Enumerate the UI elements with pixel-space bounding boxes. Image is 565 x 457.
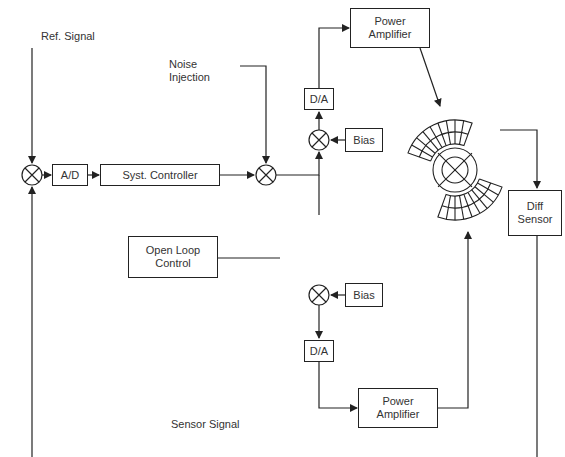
block-label: Diff Sensor xyxy=(513,200,557,225)
block-label: Bias xyxy=(353,134,374,147)
signal-connector xyxy=(319,28,349,88)
summing-junction xyxy=(22,165,42,185)
block-label: Power Amplifier xyxy=(355,15,425,40)
block-label: Power Amplifier xyxy=(363,395,433,420)
block-label: D/A xyxy=(310,93,328,106)
signal-label: Sensor Signal xyxy=(170,418,241,431)
block-box: D/A xyxy=(304,340,334,362)
block-label: Bias xyxy=(353,289,374,302)
signal-connector xyxy=(319,362,357,408)
summing-junction xyxy=(256,165,276,185)
block-box: A/D xyxy=(52,164,88,186)
block-label: Syst. Controller xyxy=(122,169,197,182)
block-label: A/D xyxy=(61,169,79,182)
block-box: Power Amplifier xyxy=(350,8,430,48)
block-box: D/A xyxy=(304,88,334,110)
block-box: Diff Sensor xyxy=(508,190,562,236)
summing-junction xyxy=(309,130,329,150)
block-box: Power Amplifier xyxy=(358,388,438,428)
bearing-illustration xyxy=(408,120,502,220)
block-box: Syst. Controller xyxy=(100,164,220,186)
signal-connector xyxy=(88,174,99,175)
block-label: Open Loop Control xyxy=(133,244,213,269)
signal-label: Noise Injection xyxy=(168,58,236,83)
block-box: Open Loop Control xyxy=(128,236,218,278)
block-box: Bias xyxy=(345,283,383,307)
block-box: Bias xyxy=(345,128,383,152)
block-label: D/A xyxy=(310,345,328,358)
summing-junction xyxy=(309,285,329,305)
signal-label: Ref. Signal xyxy=(40,30,96,43)
